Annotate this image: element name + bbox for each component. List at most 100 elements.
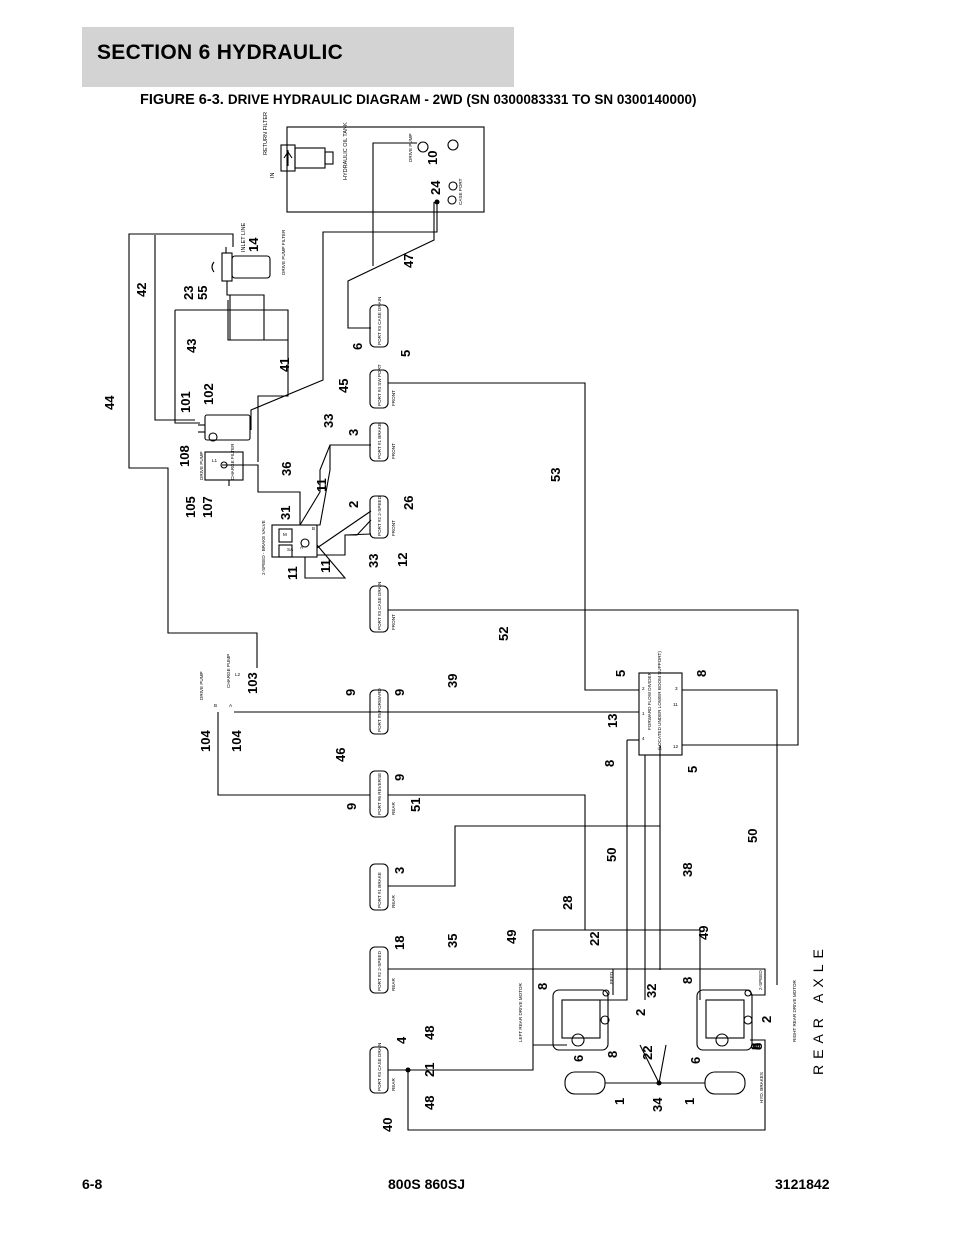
callout-c5c: 5 — [685, 766, 700, 773]
port-side-8: REAR — [391, 895, 396, 908]
port-text-8: PORT #1 BRAKE — [377, 872, 382, 908]
callout-c14: 14 — [246, 237, 261, 252]
callout-c8b: 8 — [602, 760, 617, 767]
callout-c18: 18 — [392, 936, 407, 950]
callout-c32: 32 — [644, 984, 659, 998]
model-number: 800S 860SJ — [388, 1176, 466, 1192]
callout-c1b: 1 — [682, 1098, 697, 1105]
tank-drive-pump-label: DRIVE PUMP — [408, 133, 413, 162]
drive-pump-upper — [204, 414, 251, 441]
callout-c11c: 11 — [285, 566, 300, 580]
callout-c33b: 33 — [366, 554, 381, 568]
callout-c4: 4 — [394, 1036, 409, 1044]
callout-c5a: 5 — [398, 350, 413, 357]
callout-c108: 108 — [177, 445, 192, 467]
callout-c22b: 22 — [640, 1046, 655, 1060]
drive-pump-label-lower: DRIVE PUMP — [199, 671, 204, 700]
valve-port-sa: SA — [287, 547, 294, 552]
rear-axle-label: REAR AXLE — [810, 943, 826, 1075]
callout-c46: 46 — [333, 748, 348, 762]
valve-port-a: A — [300, 545, 304, 550]
callout-c2b: 2 — [633, 1009, 648, 1016]
tank-port-drive-pump — [417, 141, 429, 153]
left-rear-drive-motor — [552, 989, 609, 1051]
callout-c104a: 104 — [198, 730, 213, 752]
callout-c6c: 6 — [688, 1057, 703, 1064]
pump-port-l1: L1 — [212, 458, 218, 463]
section-title: SECTION 6 HYDRAULIC — [97, 41, 344, 64]
callout-c10: 10 — [425, 151, 440, 165]
drive-pump-filter-label: DRIVE PUMP FILTER — [281, 229, 286, 275]
fd-port-2: 2 — [642, 686, 645, 691]
valve-label: 2-SPEED - BRAKE VALVE — [261, 520, 266, 575]
right-motor-label: RIGHT REAR DRIVE MOTOR — [792, 979, 797, 1042]
drive-pump-label-upper: DRIVE PUMP — [199, 451, 204, 480]
callout-c26: 26 — [401, 496, 416, 510]
fd-port-11: 11 — [673, 702, 678, 707]
callout-c49b: 49 — [696, 926, 711, 940]
port-text-9: PORT #2 2-SPEED — [377, 950, 382, 991]
case-port-label: CASE PORT — [458, 178, 463, 205]
callout-c8e: 8 — [750, 1043, 765, 1050]
callout-c107: 107 — [200, 496, 215, 518]
port-text-7: PORT #6 REVERSE — [377, 773, 382, 815]
port-side-10: REAR — [391, 1078, 396, 1091]
callout-c28: 28 — [560, 896, 575, 910]
callout-c8a: 8 — [694, 670, 709, 677]
callout-c3a: 3 — [346, 429, 361, 436]
charge-pump-label: CHARGE PUMP — [226, 654, 231, 688]
callout-c9b: 9 — [392, 689, 407, 696]
fd-port-12: 12 — [673, 744, 679, 749]
callout-c11a: 11 — [314, 478, 329, 492]
doc-number: 3121842 — [775, 1176, 830, 1192]
callout-c5b: 5 — [613, 670, 628, 677]
figure-label: FIGURE 6-3. — [140, 92, 224, 108]
callout-c45: 45 — [336, 379, 351, 393]
callout-c50b: 50 — [745, 829, 760, 843]
callout-c35: 35 — [445, 934, 460, 948]
callout-c33a: 33 — [321, 414, 336, 428]
port-side-7: REAR — [391, 802, 396, 815]
section-header: SECTION 6 HYDRAULIC — [82, 27, 514, 87]
port-text-10: PORT #3 CASE DRAIN — [377, 1043, 382, 1091]
feed-label: FEED — [609, 971, 614, 984]
callout-c6a: 6 — [350, 343, 365, 350]
callout-c52: 52 — [496, 627, 511, 641]
callout-c21: 21 — [422, 1063, 437, 1077]
callout-c103: 103 — [245, 672, 260, 694]
charge-filter-label: CHARGE FILTER — [230, 443, 235, 480]
figure-title: FIGURE 6-3. DRIVE HYDRAULIC DIAGRAM - 2W… — [140, 92, 697, 108]
pump-port-b: B — [214, 703, 217, 708]
callout-c41: 41 — [277, 358, 292, 372]
port-text-5: PORT #3 CASE DRAIN — [377, 582, 382, 630]
callout-c44: 44 — [102, 395, 117, 410]
callout-c1a: 1 — [612, 1098, 627, 1105]
port-block-4 — [369, 495, 389, 539]
port-side-2: FRONT — [391, 390, 396, 406]
left-motor-label: LEFT REAR DRIVE MOTOR — [518, 983, 523, 1042]
brake-left — [564, 1071, 606, 1095]
callout-c49a: 49 — [504, 930, 519, 944]
flow-divider-subtitle: (LOCATED UNDER LOWER BOOM SUPPORT) — [657, 651, 662, 750]
callout-c31: 31 — [278, 506, 293, 520]
callout-c48b: 48 — [422, 1096, 437, 1110]
callout-c12: 12 — [395, 553, 410, 567]
return-filter-label: RETURN FILTER — [263, 112, 269, 155]
port-block-5 — [369, 585, 389, 633]
pump-port-a: A — [229, 703, 233, 708]
callout-c24: 24 — [428, 180, 443, 195]
callout-c39: 39 — [445, 674, 460, 688]
port-block-8 — [369, 863, 389, 911]
callout-c104b: 104 — [229, 730, 244, 752]
charge-pump-body — [204, 451, 244, 481]
callout-c36: 36 — [279, 462, 294, 476]
page-number: 6-8 — [82, 1176, 103, 1192]
inlet-line-label: INLET LINE — [241, 222, 247, 252]
case-port-circle — [447, 195, 457, 205]
port-text-6: PORT #5 FORWARD — [377, 688, 382, 732]
callout-c13: 13 — [605, 714, 620, 728]
callout-c11b: 11 — [318, 559, 333, 573]
callout-c9a: 9 — [343, 689, 358, 696]
callout-c51: 51 — [408, 798, 423, 812]
